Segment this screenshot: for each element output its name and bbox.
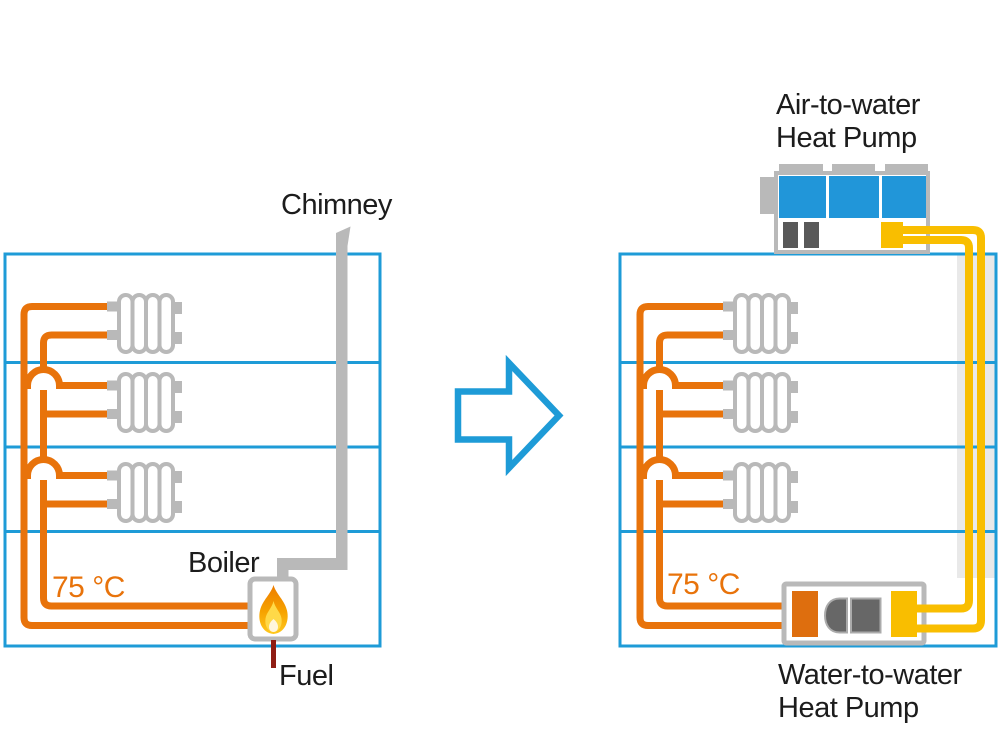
right-supply-temp-label: 75 °C [667,568,740,601]
fan-cap [779,164,823,173]
fuel-label: Fuel [279,660,334,692]
compressor-icon [823,597,882,634]
left-hot-water-pipes [20,303,250,629]
radiator-icon [107,462,184,523]
fan-panel [779,176,826,218]
condenser-block [792,591,818,637]
air-heat-pump-label-line2: Heat Pump [776,122,917,154]
radiator-icon [107,293,184,354]
transition-arrow-icon [454,354,564,477]
left-building [3,226,382,668]
fan-panel [882,176,926,218]
control-unit [783,222,798,248]
radiator-icon [107,372,184,433]
fan-panel [829,176,879,218]
radiator-icon [723,293,800,354]
right-building [618,164,998,648]
control-unit [804,222,819,248]
boiler-label: Boiler [188,547,260,579]
water-heat-pump-label: Water-to-water Heat Pump [778,659,962,725]
left-supply-temp-label: 75 °C [52,571,125,604]
warm-water-pipes [901,226,985,633]
boiler-icon [247,576,299,642]
fan-cap [832,164,875,173]
water-heat-pump-label-line1: Water-to-water [778,659,962,691]
air-heat-pump-label-line1: Air-to-water [776,89,920,121]
left-building-outline [3,252,382,648]
radiator-icon [723,372,800,433]
flame-icon [259,585,288,634]
air-heat-pump-label: Air-to-water Heat Pump [776,89,920,155]
water-heat-pump-icon [781,581,927,646]
utility-shaft [957,255,995,578]
outlet-block [881,222,903,248]
chimney-pipe [277,226,351,579]
evaporator-block [891,591,917,637]
water-heat-pump-label-line2: Heat Pump [778,692,919,724]
side-vent [760,177,776,214]
fan-cap [885,164,928,173]
fuel-line [271,640,276,668]
right-hot-water-pipes [636,303,794,629]
radiator-icon [723,462,800,523]
chimney-label: Chimney [281,189,392,221]
